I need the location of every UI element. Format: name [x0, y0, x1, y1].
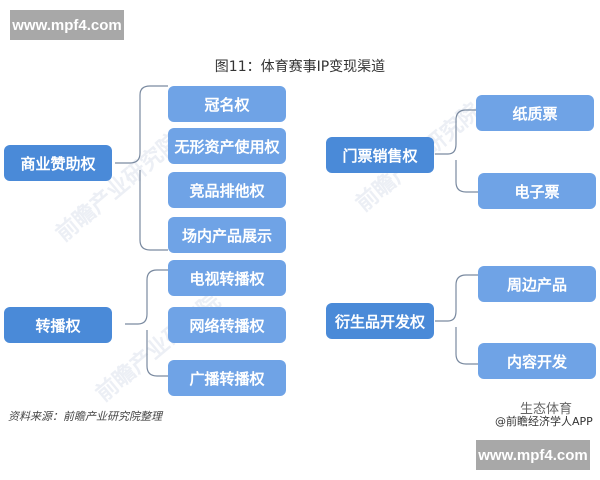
category-broadcast-rights: 转播权 — [4, 307, 112, 343]
credit-app: @前瞻经济学人APP — [495, 415, 593, 428]
credit-account: 生态体育 — [520, 402, 573, 417]
item-paper-ticket: 纸质票 — [476, 95, 594, 131]
category-derivative-development: 衍生品开发权 — [326, 303, 434, 339]
source-note: 资料来源：前瞻产业研究院整理 — [8, 410, 162, 423]
item-tv-broadcast: 电视转播权 — [168, 260, 286, 296]
category-ticket-sales: 门票销售权 — [326, 137, 434, 173]
item-naming-rights: 冠名权 — [168, 86, 286, 122]
item-content-development: 内容开发 — [478, 343, 596, 379]
item-intangible-asset-rights: 无形资产使用权 — [168, 128, 286, 164]
watermark-bottom: www.mpf4.com — [476, 440, 590, 470]
item-e-ticket: 电子票 — [478, 173, 596, 209]
item-competitor-exclusivity: 竞品排他权 — [168, 172, 286, 208]
category-commercial-sponsorship: 商业赞助权 — [4, 145, 112, 181]
item-merchandise: 周边产品 — [478, 266, 596, 302]
watermark-top: www.mpf4.com — [10, 10, 124, 40]
item-venue-product-display: 场内产品展示 — [168, 217, 286, 253]
item-online-broadcast: 网络转播权 — [168, 307, 286, 343]
figure-title: 图11：体育赛事IP变现渠道 — [214, 59, 386, 75]
item-radio-broadcast: 广播转播权 — [168, 360, 286, 396]
